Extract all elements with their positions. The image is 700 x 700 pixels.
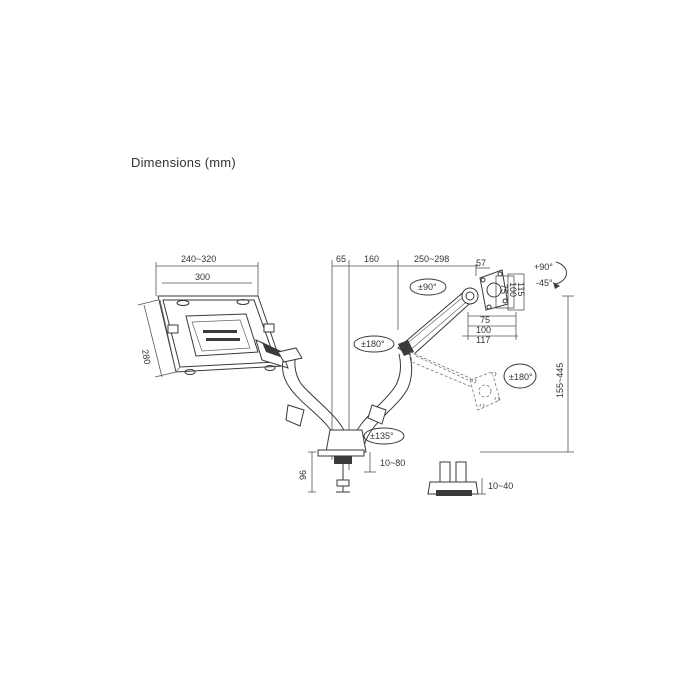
rotation-135-badge: ±135° bbox=[363, 427, 405, 445]
dim-160: 160 bbox=[364, 254, 379, 264]
dim-250-298: 250~298 bbox=[414, 254, 449, 264]
angle-rot180-arm: ±180° bbox=[361, 339, 385, 349]
dim-96: 96 bbox=[298, 470, 308, 480]
dim-65: 65 bbox=[336, 254, 346, 264]
rotation-180-arm-badge: ±180° bbox=[353, 335, 395, 353]
dim-280: 280 bbox=[140, 349, 152, 366]
dim-155-445: 155~445 bbox=[555, 363, 565, 398]
dim-100v: 100 bbox=[508, 282, 518, 297]
dim-300: 300 bbox=[195, 272, 210, 282]
angle-tilt-down: -45° bbox=[536, 278, 553, 288]
rotation-90-badge: ±90° bbox=[409, 278, 447, 296]
height-dimension: 155~445 bbox=[480, 295, 574, 453]
dim-117: 117 bbox=[476, 335, 490, 345]
dim-240-320: 240~320 bbox=[181, 254, 216, 264]
angle-rot90: ±90° bbox=[418, 282, 437, 292]
desk-clamp: 96 10~80 bbox=[298, 449, 405, 493]
dim-57: 57 bbox=[476, 258, 486, 268]
grommet-mount: 10~40 bbox=[427, 461, 513, 496]
angle-rot180-plate: ±180° bbox=[509, 372, 533, 382]
tilt-indicator: +90° -45° bbox=[534, 261, 567, 289]
dim-10-80: 10~80 bbox=[380, 458, 405, 468]
angle-tilt-up: +90° bbox=[534, 262, 553, 272]
laptop-tray bbox=[157, 295, 289, 375]
dim-10-40: 10~40 bbox=[488, 481, 513, 491]
dim-75h: 75 bbox=[480, 315, 490, 325]
angle-rot135: ±135° bbox=[370, 431, 394, 441]
dim-115: 115 bbox=[516, 282, 526, 296]
rotation-180-plate-badge: ±180° bbox=[503, 363, 537, 389]
tray-dimensions: 240~320 300 280 bbox=[137, 254, 259, 378]
dim-75v: 75 bbox=[499, 284, 509, 294]
vesa-detail: 57 75 100 115 75 100 117 bbox=[462, 258, 526, 345]
pole-and-arms: 65 160 250~298 bbox=[277, 254, 501, 470]
dim-100h: 100 bbox=[476, 325, 491, 335]
diagram-title: Dimensions (mm) bbox=[131, 155, 236, 170]
